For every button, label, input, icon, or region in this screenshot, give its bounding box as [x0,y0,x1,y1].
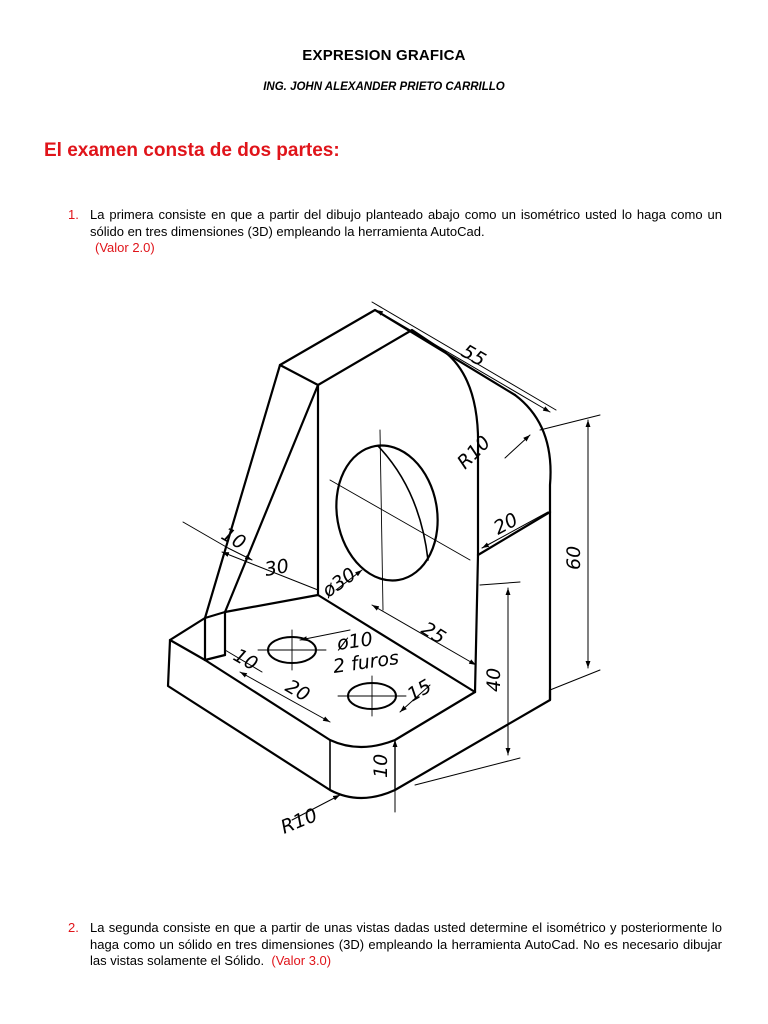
dim-10-thick: 10 [370,754,392,778]
isometric-drawing: 55 R10 20 60 10 30 ø30 25 ø10 2 furos 10… [166,301,601,839]
small-holes [257,629,407,717]
dim-30: 30 [263,555,291,581]
dim-15: 15 [404,675,436,706]
large-hole [335,444,439,582]
author-name: ING. JOHN ALEXANDER PRIETO CARRILLO [263,81,505,93]
triangular-rib [203,363,320,662]
dim-10-rib: 10 [218,523,250,554]
dim-10-base: 10 [230,644,262,675]
dim-60: 60 [563,546,585,570]
item-number: 2. [68,920,79,935]
dim-55: 55 [458,340,490,371]
dim-phi30: ø30 [317,564,360,603]
dim-20-side: 20 [490,509,522,540]
list-item-2: 2. La segunda consiste en que a partir d… [68,920,722,970]
item-text: La segunda consiste en que a partir de u… [90,920,722,968]
item-value: (Valor 2.0) [95,240,155,255]
document-title: EXPRESION GRAFICA [302,47,466,64]
list-item-1: 1. La primera consiste en que a partir d… [68,207,722,257]
dim-r10-bottom: R10 [278,804,321,838]
dim-r10-top: R10 [453,432,495,474]
item-body: La primera consiste en que a partir del … [90,207,722,257]
item-number: 1. [68,207,79,222]
item-text: La primera consiste en que a partir del … [90,207,722,239]
item-body: La segunda consiste en que a partir de u… [90,920,722,970]
dimension-labels: 55 R10 20 60 10 30 ø30 25 ø10 2 furos 10… [218,340,586,838]
dimension-lines [182,301,601,821]
dim-40: 40 [483,668,505,692]
item-value: (Valor 3.0) [271,953,332,968]
dim-20-base: 20 [282,675,314,706]
hole-centerlines [329,429,471,611]
dim-phi10: ø10 [335,628,375,655]
dim-25: 25 [417,618,449,649]
exam-heading: El examen consta de dos partes: [44,140,340,161]
